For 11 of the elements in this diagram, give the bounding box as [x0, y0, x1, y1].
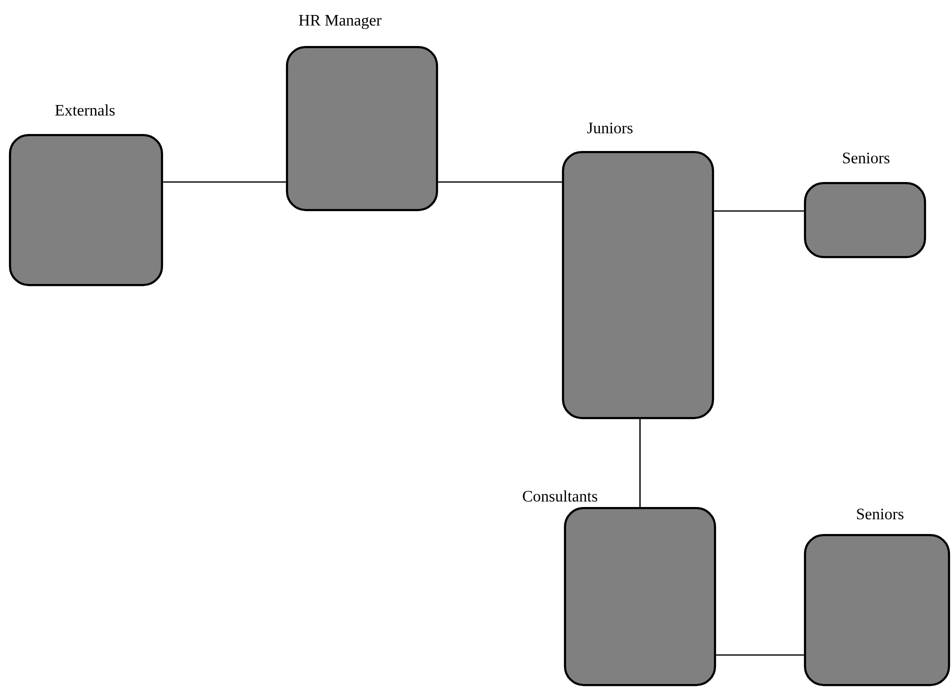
connector-line: [163, 181, 286, 183]
connector-line: [714, 210, 804, 212]
box-heading: Seniors: [843, 152, 890, 164]
box-heading: Externals: [55, 104, 115, 116]
box-heading: Seniors: [857, 508, 904, 520]
connector-line: [716, 654, 804, 656]
box-heading: Juniors: [587, 122, 633, 134]
connector-line: [639, 419, 641, 507]
box-heading: HR Manager: [298, 15, 382, 29]
box-heading: Consultants: [522, 490, 598, 502]
connector-line: [438, 181, 562, 183]
